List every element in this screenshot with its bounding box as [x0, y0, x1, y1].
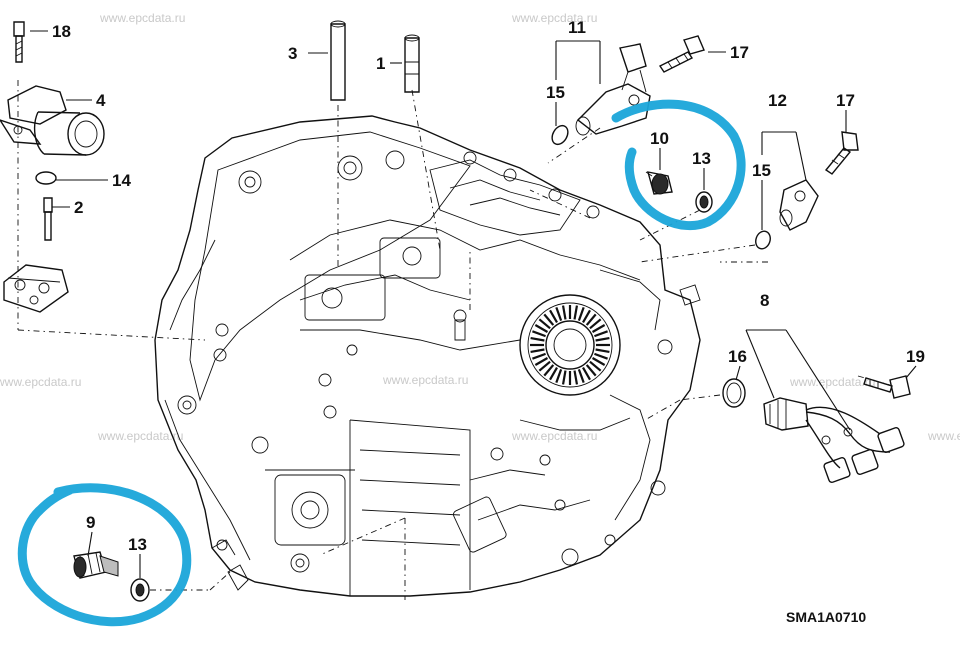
callout-16: 16 — [728, 347, 747, 366]
part-17-bolt — [658, 35, 705, 73]
part-17-bolt-right — [824, 131, 859, 175]
leader-lines — [30, 30, 917, 578]
sprocket-tooth — [582, 366, 591, 381]
watermark: www.epcdata.ru — [382, 373, 468, 387]
callout-15: 15 — [752, 161, 771, 180]
highlight-circle-top — [611, 99, 746, 231]
sprocket-tooth — [595, 336, 610, 342]
part-10-sensor — [645, 171, 673, 195]
part-4-solenoid — [0, 85, 105, 156]
callout-4: 4 — [96, 91, 106, 110]
sprocket-tooth — [549, 309, 558, 324]
part-13-washer-top — [695, 191, 713, 213]
part-gasket-plate — [3, 264, 69, 313]
highlight-circle-bottom — [17, 483, 192, 627]
sprocket-tooth — [589, 318, 602, 330]
part-8-sensor-harness — [763, 397, 905, 484]
diagram-code: SMA1A0710 — [786, 609, 866, 625]
sprocket-tooth — [532, 352, 546, 360]
callout-1: 1 — [376, 54, 385, 73]
watermarks: www.epcdata.ru www.epcdata.ru www.epcdat… — [0, 11, 960, 443]
transmission-case — [154, 115, 701, 597]
sprocket-tooth — [555, 369, 563, 383]
callout-19: 19 — [906, 347, 925, 366]
sprocket-tooth — [582, 309, 591, 324]
sprocket-tooth — [549, 366, 558, 381]
sprocket-tooth — [534, 324, 549, 333]
watermark: www.epcdata.ru — [97, 429, 183, 443]
callout-12: 12 — [768, 91, 787, 110]
sprocket-tooth — [591, 357, 606, 366]
watermark: www.epcdata.ru — [511, 11, 597, 25]
sprocket-tooth — [594, 330, 608, 338]
part-13-washer-bottom — [130, 578, 150, 602]
sprocket-tooth — [594, 352, 608, 360]
part-12-sensor — [779, 179, 819, 231]
sprocket-tooth — [543, 313, 555, 326]
callout-14: 14 — [112, 171, 131, 190]
sprocket-tooth — [561, 370, 567, 385]
sprocket-tooth — [561, 305, 567, 320]
part-14-o-ring — [35, 171, 57, 185]
watermark: www.epcdata.ru — [927, 429, 960, 443]
sprocket-tooth — [543, 364, 555, 377]
watermark: www.epcdata.ru — [789, 375, 875, 389]
callout-17: 17 — [836, 91, 855, 110]
highlight-marks — [17, 99, 746, 627]
sprocket-tooth — [530, 348, 545, 354]
sprocket-tooth — [532, 330, 546, 338]
part-19-bolt — [863, 375, 911, 399]
part-15-o-ring-right — [755, 230, 771, 250]
watermark: www.epcdata.ru — [511, 429, 597, 443]
callout-2: 2 — [74, 198, 83, 217]
watermark: www.epcdata.ru — [99, 11, 185, 25]
part-1-pin — [404, 34, 420, 93]
sprocket-tooth — [577, 307, 585, 321]
part-18-bolt — [13, 21, 25, 63]
callout-18: 18 — [52, 22, 71, 41]
sprocket-tooth — [589, 360, 602, 372]
callout-9: 9 — [86, 513, 95, 532]
callout-3: 3 — [288, 44, 297, 63]
sprocket-tooth — [530, 336, 545, 342]
callout-17: 17 — [730, 43, 749, 62]
callout-11: 11 — [568, 18, 586, 37]
sprocket-tooth — [538, 318, 551, 330]
part-9-switch — [73, 551, 119, 579]
callout-labels: 18 4 14 2 3 1 11 15 17 10 13 12 17 15 8 … — [52, 18, 925, 625]
watermark: www.epcdata.ru — [0, 375, 81, 389]
part-2-dowel — [43, 197, 53, 241]
sprocket-tooth — [577, 369, 585, 383]
centre-lines — [17, 80, 891, 600]
sprocket-tooth — [555, 307, 563, 321]
part-16-o-ring — [722, 378, 746, 408]
callout-10: 10 — [650, 129, 669, 148]
sprocket-tooth — [538, 360, 551, 372]
sprocket-teeth — [530, 305, 610, 385]
sprocket-tooth — [585, 364, 597, 377]
part-3-pin — [330, 20, 346, 101]
sprocket-tooth — [585, 313, 597, 326]
part-15-o-ring — [551, 124, 569, 146]
sprocket-tooth — [595, 348, 610, 354]
sprocket-tooth — [534, 357, 549, 366]
callout-13: 13 — [128, 535, 147, 554]
callout-15: 15 — [546, 83, 565, 102]
sprocket-tooth — [591, 324, 606, 333]
callout-8: 8 — [760, 291, 769, 310]
callout-13: 13 — [692, 149, 711, 168]
sprocket-tooth — [573, 370, 579, 385]
sprocket-tooth — [573, 305, 579, 320]
